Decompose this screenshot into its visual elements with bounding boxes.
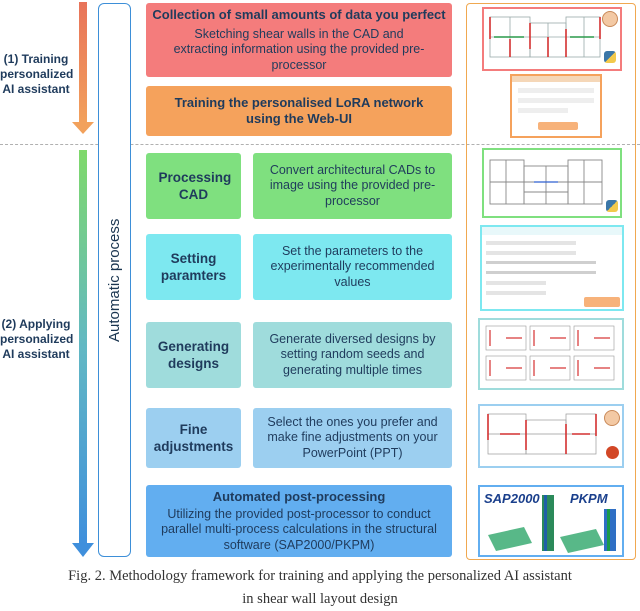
training-box: Training the personalised LoRA network u… [146,86,452,136]
webui-field [518,98,594,103]
generating-desc: Generate diversed designs by setting ran… [269,331,436,377]
processing-title: Processing CAD [158,170,232,202]
applying-phase-label: (2) Applying personalized AI assistant [0,317,74,361]
figure-caption-line1: Fig. 2. Methodology framework for traini… [68,568,572,584]
processing-cad-thumbnail [482,148,622,218]
params-slider [486,271,596,274]
generating-title: Generating designs [157,339,230,371]
processing-desc-box: Convert architectural CADs to image usin… [253,153,452,219]
setting-desc-box: Set the parameters to the experimentally… [253,234,452,300]
generated-designs-thumbnail [478,318,624,390]
screenshot-panel [466,3,636,560]
setting-title-box: Setting paramters [146,234,241,300]
structural-model-icon [488,495,616,553]
python-logo-icon [606,200,618,212]
training-phase-label: (1) Training personalized AI assistant [0,52,74,96]
post-desc: Utilizing the provided post-processor to… [161,506,437,552]
post-box: Automated post-processing Utilizing the … [146,485,452,557]
params-row [486,281,546,285]
setting-title: Setting paramters [160,251,227,283]
params-row [486,291,546,295]
training-webui-thumbnail [510,74,602,138]
setting-desc: Set the parameters to the experimentally… [270,243,435,289]
params-row [486,251,576,255]
post-processing-thumbnail: SAP2000 PKPM [478,485,624,557]
powerpoint-icon [606,446,619,459]
processing-title-box: Processing CAD [146,153,241,219]
phase-separator [0,144,640,145]
figure-caption-line2: in shear wall layout design [242,591,398,607]
generating-desc-box: Generate diversed designs by setting ran… [253,322,452,388]
params-tab-bar [482,227,622,235]
collection-cad-thumbnail [482,7,622,71]
params-slider [486,261,596,264]
fine-title-box: Fine adjustments [146,408,241,468]
processing-desc: Convert architectural CADs to image usin… [269,162,436,208]
user-avatar-icon [602,11,618,27]
generate-button [584,297,620,307]
design-grid-icon [485,325,615,381]
pkpm-logo: PKPM [570,491,608,506]
training-title: Training the personalised LoRA network u… [174,95,424,126]
fine-desc-box: Select the ones you prefer and make fine… [253,408,452,468]
webui-field [518,88,594,93]
parameter-settings-thumbnail [480,225,624,311]
python-logo-icon [604,51,616,63]
generating-title-box: Generating designs [146,322,241,388]
applying-phase-arrow [72,150,94,557]
user-avatar-icon [604,410,620,426]
automatic-process-bar: Automatic process [98,3,131,557]
collection-title: Collection of small amounts of data you … [152,6,446,22]
phase-arrows [72,2,94,557]
collection-desc: Sketching shear walls in the CAD and ext… [173,26,425,72]
automatic-process-label: Automatic process [106,218,123,342]
sap2000-logo: SAP2000 [484,491,540,506]
fine-desc: Select the ones you prefer and make fine… [267,414,438,460]
fine-title: Fine adjustments [153,422,234,454]
fine-adjustment-thumbnail [478,404,624,468]
floor-plan-icon [489,16,601,58]
collection-box: Collection of small amounts of data you … [146,3,452,77]
webui-field [518,108,568,113]
training-phase-arrow [72,2,94,134]
webui-header [512,76,600,82]
webui-button [538,122,578,130]
processed-plan-icon [489,159,603,205]
post-title: Automated post-processing [212,488,386,504]
adjusted-plan-icon [487,413,597,455]
params-row [486,241,576,245]
